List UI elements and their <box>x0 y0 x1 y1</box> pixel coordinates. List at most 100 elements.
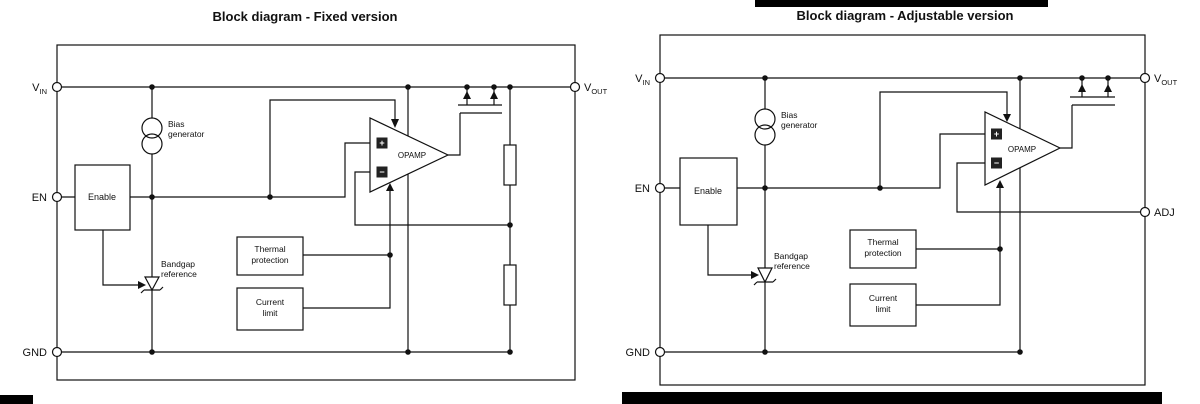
arrowhead-icon <box>391 119 399 128</box>
pin-vin <box>654 72 666 84</box>
zener-triangle <box>143 276 161 292</box>
opamp-label: OPAMP <box>398 151 426 160</box>
opamp-plus-label: + <box>379 138 384 148</box>
figure-title-fixed: Block diagram - Fixed version <box>213 9 398 24</box>
opamp-label: OPAMP <box>1008 145 1036 154</box>
chip-outline <box>56 44 576 381</box>
opamp-triangle <box>369 117 450 193</box>
opamp-minus-icon <box>991 157 1002 169</box>
arrowhead-icon <box>386 183 394 191</box>
pin-en <box>51 191 63 203</box>
zener-bar <box>753 278 777 286</box>
current-limit-label: limit <box>262 308 278 318</box>
mosfet-lines <box>458 87 502 114</box>
bandgap-label: Bandgap <box>161 259 195 269</box>
junction-dot <box>762 349 768 355</box>
resistor-bottom-icon <box>503 264 517 306</box>
pass-transistor-icon <box>1070 78 1115 106</box>
junction-dot <box>507 222 513 228</box>
bandgap-reference-icon <box>140 276 164 294</box>
junction-dot <box>997 246 1003 252</box>
junction-dot <box>877 185 883 191</box>
pin-label-vout: VOUT <box>1154 73 1178 87</box>
pin-vout <box>1139 72 1151 84</box>
zener-triangle <box>757 267 773 284</box>
thermal-protection-label: Thermal <box>867 237 898 247</box>
junction-dot <box>1017 75 1023 81</box>
arrowhead-icon <box>1078 84 1086 92</box>
pin-label-vin: VIN <box>32 82 47 96</box>
bias-circle <box>141 117 163 139</box>
pin-gnd <box>654 346 666 358</box>
resistor-top-icon <box>503 144 517 186</box>
pin-label-gnd: GND <box>626 347 651 359</box>
arrowhead-icon <box>463 91 471 99</box>
pin-en <box>654 182 666 194</box>
current-limit-block <box>849 283 917 327</box>
pass-transistor-icon <box>458 87 502 114</box>
pin-vout <box>569 81 581 93</box>
pin-adj <box>1139 206 1151 218</box>
bandgap-label: Bandgap <box>774 251 808 261</box>
junction-dot <box>762 185 768 191</box>
bandgap-reference-icon <box>753 267 777 286</box>
opamp-plus-icon <box>991 128 1002 140</box>
pin-label-vout: VOUT <box>584 82 608 96</box>
arrowhead-icon <box>490 91 498 99</box>
junction-dot <box>267 194 273 200</box>
current-limit-label: Current <box>869 293 898 303</box>
figure-adjustable-version: Block diagram - Adjustable version + − O… <box>626 8 1178 386</box>
opamp-icon: + − OPAMP <box>984 111 1062 186</box>
pin-gnd <box>51 346 63 358</box>
thermal-protection-label: Thermal <box>254 244 285 254</box>
mosfet-lines <box>1070 78 1115 106</box>
bias-circle <box>141 133 163 155</box>
thermal-protection-block <box>849 229 917 269</box>
scan-artifact-bar <box>0 395 33 404</box>
current-limit-label: Current <box>256 297 285 307</box>
opamp-minus-label: − <box>379 167 384 177</box>
bias-generator-label: Bias <box>168 119 185 129</box>
figure-fixed-version: Block diagram - Fixed version + − OPAMP <box>23 9 608 381</box>
junction-dots <box>762 75 1111 355</box>
bias-circle <box>754 108 776 130</box>
pin-label-vin: VIN <box>635 73 650 87</box>
opamp-triangle <box>984 111 1062 186</box>
enable-block <box>679 157 738 226</box>
scan-artifact-bar <box>622 392 1162 404</box>
junction-dots <box>149 84 513 355</box>
current-limit-label: limit <box>875 304 891 314</box>
arrowhead-icon <box>138 281 146 289</box>
junction-dot <box>405 84 411 90</box>
junction-dot <box>1017 349 1023 355</box>
opamp-minus-icon <box>376 166 388 178</box>
junction-dot <box>387 252 393 258</box>
enable-label: Enable <box>694 186 722 196</box>
junction-dot <box>149 349 155 355</box>
bias-generator-icon <box>754 108 776 146</box>
circuit-wires <box>660 77 1145 353</box>
package-pins <box>51 81 581 358</box>
signal-arrowheads <box>138 119 399 289</box>
enable-label: Enable <box>88 192 116 202</box>
junction-dot <box>507 84 513 90</box>
opamp-icon: + − OPAMP <box>369 117 450 193</box>
bias-circle <box>754 124 776 146</box>
opamp-plus-label: + <box>994 129 999 139</box>
junction-dot <box>507 349 513 355</box>
bias-generator-icon <box>141 117 163 155</box>
thermal-protection-label: protection <box>251 255 289 265</box>
pin-label-en: EN <box>32 192 47 204</box>
opamp-plus-icon <box>376 137 388 149</box>
scan-artifact-bar <box>755 0 1048 7</box>
pin-label-gnd: GND <box>23 347 48 359</box>
current-limit-block <box>236 287 304 331</box>
zener-bar <box>140 286 164 294</box>
junction-dot <box>405 349 411 355</box>
package-pins <box>654 72 1151 358</box>
junction-dot <box>762 75 768 81</box>
thermal-protection-label: protection <box>864 248 902 258</box>
figure-title-adjustable: Block diagram - Adjustable version <box>797 8 1014 23</box>
